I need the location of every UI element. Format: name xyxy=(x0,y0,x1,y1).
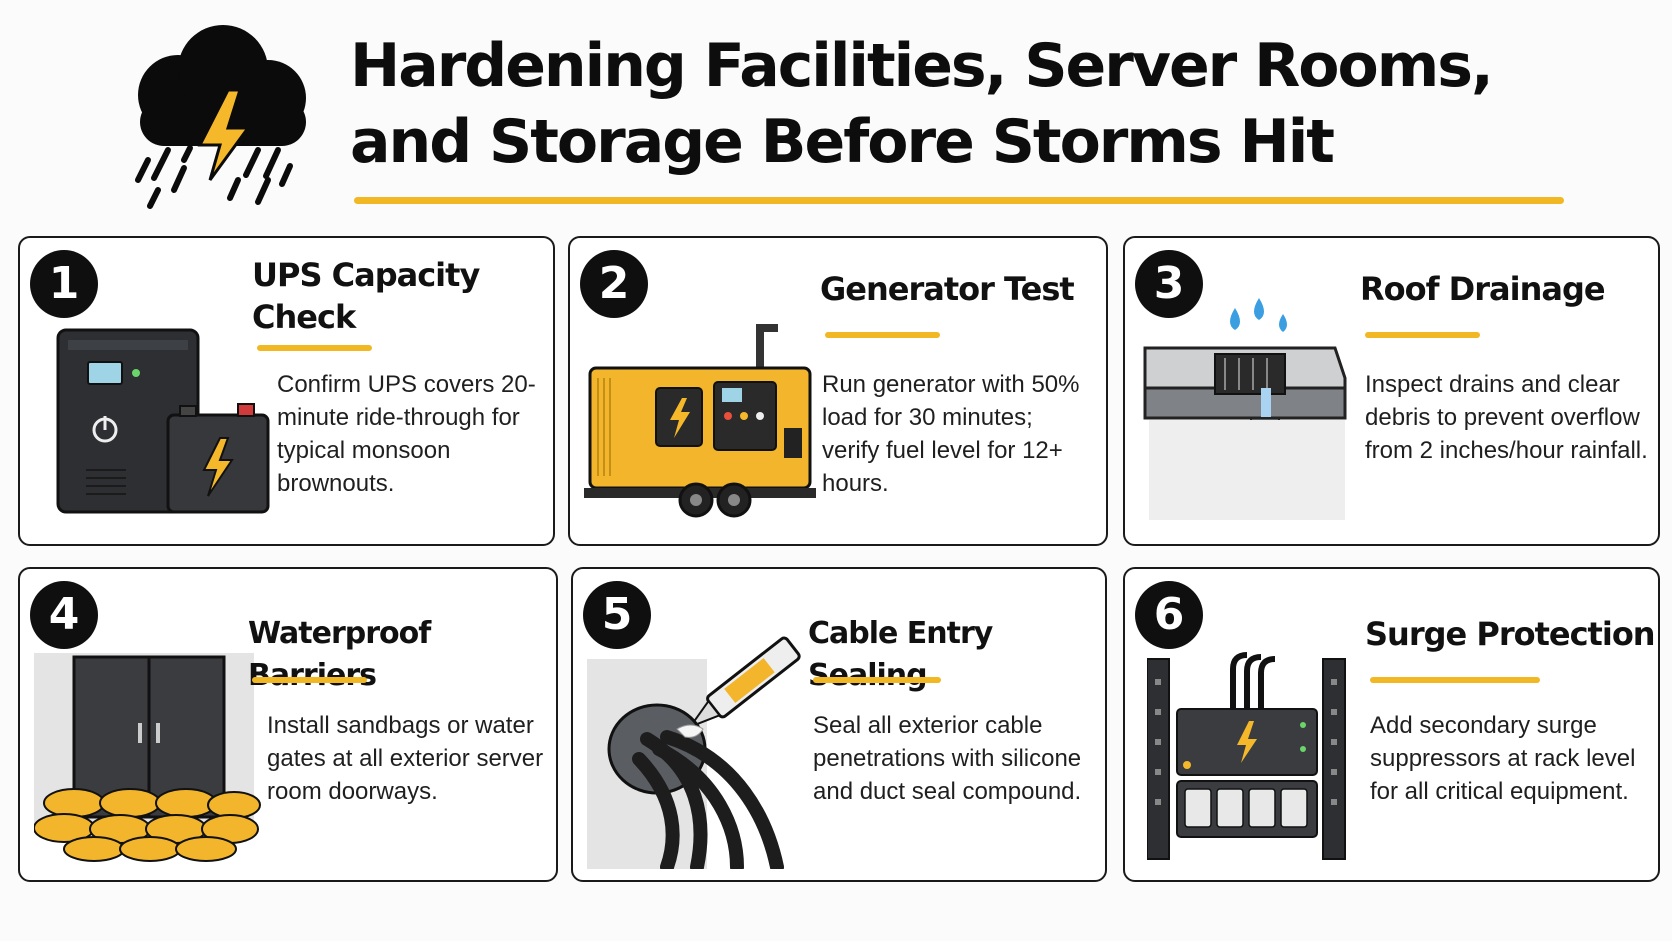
card-title: Generator Test xyxy=(820,270,1075,308)
card-underline xyxy=(813,677,941,683)
card-description: Inspect drains and clear debris to preve… xyxy=(1365,371,1648,464)
card-title: Roof Drainage xyxy=(1360,270,1606,308)
step-badge: 2 xyxy=(580,250,648,318)
card-underline xyxy=(1365,332,1480,338)
step-badge: 5 xyxy=(583,581,651,649)
rack-surge-protector-icon xyxy=(1147,652,1346,860)
header: Hardening Facilities, Server Rooms, and … xyxy=(0,0,1672,220)
card-cable-entry-sealing: 5 Cable Entry Sealing Seal all exterior … xyxy=(571,567,1107,882)
step-badge: 1 xyxy=(30,250,98,318)
step-badge: 3 xyxy=(1135,250,1203,318)
card-title: Waterproof Barriers xyxy=(248,616,431,693)
card-title: Surge Protection xyxy=(1365,615,1656,653)
card-roof-drainage: 3 Roof Drainage Inspect drains and clear… xyxy=(1123,236,1660,546)
card-title: UPS Capacity Check xyxy=(252,256,480,336)
card-generator-test: 2 Generator Test Run generator with 50% … xyxy=(568,236,1108,546)
card-underline xyxy=(257,345,372,351)
roof-drain-icon xyxy=(1143,298,1347,520)
storm-cloud-lightning-icon xyxy=(135,25,306,209)
card-ups-capacity-check: 1 UPS Capacity Check Confirm UPS covers … xyxy=(18,236,555,546)
title-line-1: Hardening Facilities, Server Rooms, xyxy=(350,31,1494,101)
card-description: Install sandbags or water gates at all e… xyxy=(267,712,544,805)
card-title: Cable Entry Sealing xyxy=(808,616,993,693)
card-description: Confirm UPS covers 20-minute ride-throug… xyxy=(277,371,536,497)
card-waterproof-barriers: 4 Waterproof Barriers Install sandbags o… xyxy=(18,567,558,882)
card-description: Run generator with 50% load for 30 minut… xyxy=(822,371,1080,497)
title-line-2: and Storage Before Storms Hit xyxy=(350,107,1335,177)
ups-battery-icon xyxy=(56,328,270,514)
sandbag-door-icon xyxy=(34,653,261,862)
generator-trailer-icon xyxy=(584,324,816,518)
step-badge: 4 xyxy=(30,581,98,649)
card-underline xyxy=(825,332,940,338)
title-underline xyxy=(354,197,1564,204)
card-description: Seal all exterior cable penetrations wit… xyxy=(813,712,1082,805)
cable-sealant-icon xyxy=(587,636,801,869)
card-surge-protection: 6 Surge Protection Add secondary surge s… xyxy=(1123,567,1660,882)
card-underline xyxy=(252,677,367,683)
page-title: Hardening Facilities, Server Rooms, and … xyxy=(350,28,1630,180)
card-underline xyxy=(1370,677,1540,683)
step-badge: 6 xyxy=(1135,581,1203,649)
card-description: Add secondary surge suppressors at rack … xyxy=(1370,712,1636,805)
